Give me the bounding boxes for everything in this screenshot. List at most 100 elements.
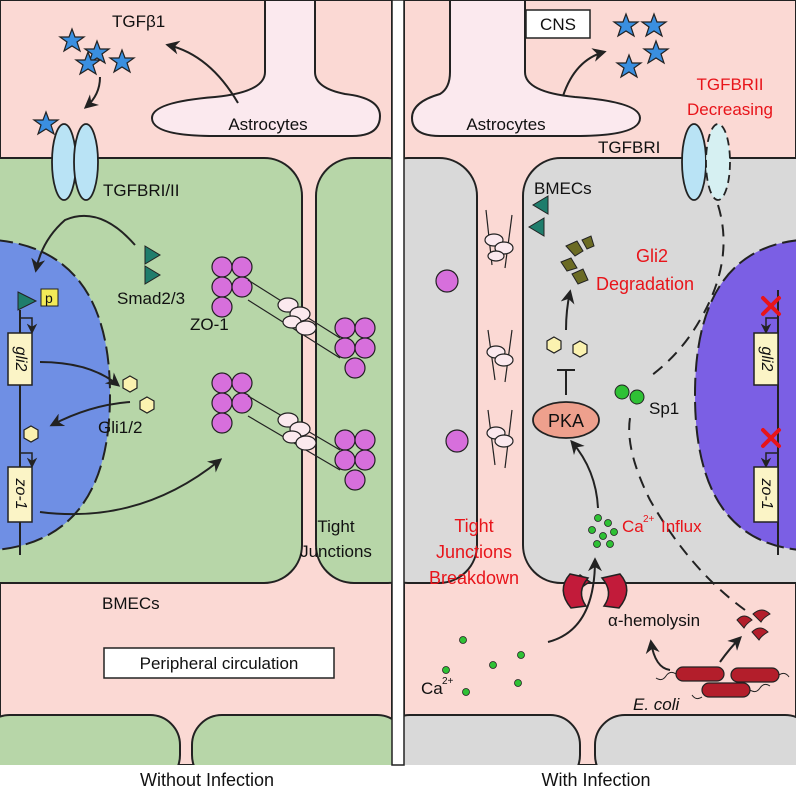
peripheral-circulation-label: Peripheral circulation [140, 654, 299, 673]
tight-junctions-label-2: Junctions [300, 542, 372, 561]
pka-enzyme [532, 401, 600, 439]
arrow-tgfb1-to-receptor [83, 76, 101, 109]
star-icon [74, 50, 102, 76]
blocked-x-icon [761, 296, 781, 448]
arrow-gli-to-nucleus [49, 401, 131, 427]
ca-superscript-extracellular: 2+ [442, 676, 454, 687]
astrocytes-label-right: Astrocytes [466, 115, 545, 134]
tgfb1-stars-right [612, 12, 670, 79]
arrow-calcium-to-pka [570, 439, 599, 509]
gli12-proteins [23, 375, 155, 443]
gli2-gene-box-right [753, 332, 779, 386]
bmec-cell-right-bottom2 [594, 714, 796, 765]
tgfb1-stars [32, 27, 136, 136]
promoter-arrow-gli2-right [760, 317, 778, 335]
smad-triangle-2 [144, 265, 161, 285]
tgfbr-receptor-2 [73, 123, 99, 201]
astrocyte-left [150, 0, 382, 137]
bmecs-label-left: BMECs [102, 594, 160, 613]
star-icon [32, 110, 60, 136]
phospho-box [40, 288, 59, 307]
cns-box [525, 9, 591, 39]
arrow-ecoli-to-toxin [719, 636, 742, 663]
cns-label: CNS [540, 15, 576, 34]
right-panel: Astrocytes CNS TGFBRII Decreasing TGFBRI… [404, 0, 796, 765]
zo1-gene-box-right [753, 466, 779, 523]
arrow-zo1-to-protein [39, 458, 223, 516]
calcium-influx-ions [588, 514, 618, 548]
smad-label: Smad2/3 [117, 289, 185, 308]
bmec-cell-right-bottom [404, 714, 581, 765]
star-icon [615, 53, 643, 79]
promoter-arrow-zo1 [20, 452, 38, 469]
promoter-arrow-gli2 [20, 317, 38, 335]
tgfbr-receptor-1 [51, 123, 77, 201]
arrow-smad-to-nucleus [31, 214, 136, 273]
zo1-gene-label-right: zo-1 [758, 477, 775, 509]
zo1-clusters [211, 256, 376, 491]
gli2-gene-box [7, 332, 33, 386]
promoter-arrow-zo1-right [760, 452, 778, 469]
ca-symbol-influx: Ca [622, 517, 644, 536]
gli2-degradation-label-1: Gli2 [636, 246, 668, 266]
tgfbrii-label: TGFBRII [696, 75, 763, 94]
tj-breakdown-label-3: Breakdown [429, 568, 519, 588]
tj-breakdown-label-1: Tight [454, 516, 493, 536]
influx-label: Influx [661, 517, 702, 536]
gli12-label: Gli1/2 [98, 418, 142, 437]
smad-nuclear-triangle [17, 291, 38, 311]
pka-label: PKA [548, 411, 584, 431]
zo1-gene-label: zo-1 [12, 477, 29, 509]
tgfbri-receptor [681, 123, 707, 201]
tj-breakdown-label-2: Junctions [436, 542, 512, 562]
gli-hexagon [546, 336, 562, 354]
gli2-gene-label-right: gli2 [758, 347, 775, 372]
broken-tight-junction-strands [484, 209, 514, 469]
left-panel: Astrocytes TGFβ1 TGFBRI/II Smad2/3 [0, 0, 392, 765]
ecoli-flagella [655, 671, 790, 700]
tgfb1-label: TGFβ1 [112, 12, 165, 31]
dashed-path-receptor-to-sp1 [647, 204, 725, 379]
star-icon [640, 12, 668, 38]
arrow-to-degradation [560, 289, 575, 331]
sp1-protein-2 [629, 389, 645, 405]
caption-left: Without Infection [140, 770, 274, 790]
sp1-protein-1 [614, 384, 630, 400]
ca-superscript-influx: 2+ [643, 514, 655, 525]
calcium-channel-left-body [562, 573, 590, 609]
tight-junctions-label-1: Tight [317, 517, 354, 536]
tgfbrii-receptor-faded [705, 123, 731, 201]
peripheral-circulation-box [103, 647, 335, 679]
gli-hexagon-nuclear [23, 425, 39, 443]
star-icon [83, 39, 111, 65]
gli2-degradation-label-2: Degradation [596, 274, 694, 294]
phospho-label: p [45, 290, 53, 306]
smad-triangle-right-1 [532, 195, 549, 215]
calcium-channel-right-body [600, 573, 628, 609]
star-icon [612, 12, 640, 38]
astrocyte-right [410, 0, 642, 137]
bmec-cell-left-bottom [0, 714, 181, 765]
ecoli-label: E. coli [633, 695, 681, 714]
hemolysin-toxins [736, 609, 771, 641]
tgfbri-label: TGFBRI [598, 138, 660, 157]
gli-hexagon [122, 375, 138, 393]
hemolysin-label: α-hemolysin [608, 611, 700, 630]
gli-hexagon [572, 340, 588, 358]
arrow-astrocyte-to-tgfb1 [165, 40, 239, 104]
smad-triangle-right-2 [528, 217, 545, 237]
arrow-gli2-to-protein [39, 361, 121, 387]
tgfbri-ii-label: TGFBRI/II [103, 181, 180, 200]
arrow-astrocyte-to-tgfb1-right [562, 48, 607, 97]
zo1-gene-box [7, 466, 33, 523]
ca-symbol-extracellular: Ca [421, 679, 443, 698]
sp1-label: Sp1 [649, 399, 679, 418]
bmec-cell-left-bottom2 [191, 714, 392, 765]
star-icon [108, 48, 136, 74]
bmecs-label-right: BMECs [534, 179, 592, 198]
arrow-ecoli-to-hemolysin [645, 639, 671, 671]
star-icon [58, 27, 86, 53]
gli2-gene-label: gli2 [12, 347, 29, 372]
arrow-calcium-through-channel [547, 557, 602, 643]
